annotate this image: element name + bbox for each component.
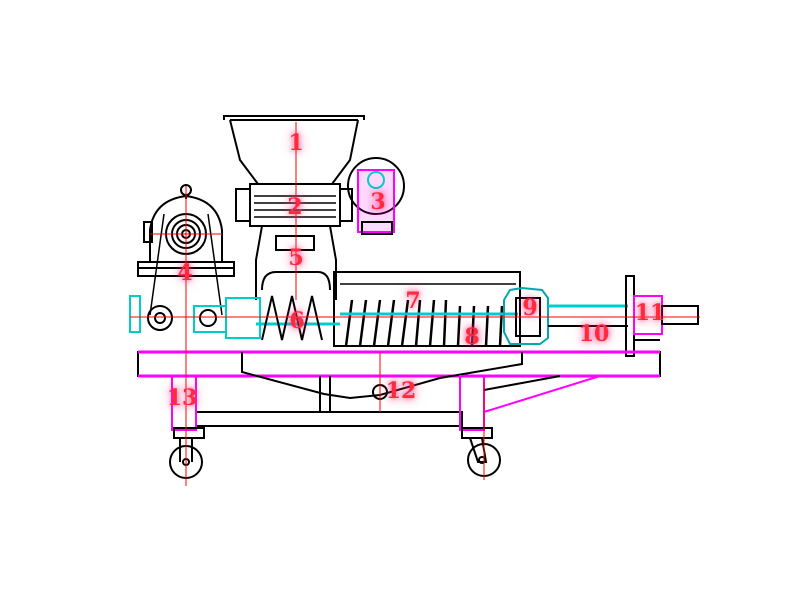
label-12: 12 <box>385 378 417 404</box>
screen-barrel <box>256 271 521 347</box>
label-9: 9 <box>522 295 538 321</box>
center-lines <box>130 122 700 486</box>
label-3: 3 <box>370 189 386 215</box>
feed-chute <box>255 225 337 300</box>
adjusting-shaft <box>548 275 699 357</box>
label-6: 6 <box>289 308 305 334</box>
label-10: 10 <box>578 321 610 347</box>
label-5: 5 <box>288 245 304 271</box>
caster-left <box>169 427 205 479</box>
label-2: 2 <box>287 194 303 220</box>
caster-right <box>461 427 501 477</box>
label-7: 7 <box>405 288 421 314</box>
label-13: 13 <box>166 385 198 411</box>
label-11: 11 <box>634 300 666 326</box>
frame <box>137 350 661 431</box>
crushing-roller-housing <box>235 183 353 227</box>
belt-drive <box>129 295 261 339</box>
label-8: 8 <box>464 324 480 350</box>
label-1: 1 <box>288 130 304 156</box>
label-4: 4 <box>177 260 193 286</box>
gear-motor <box>347 157 405 235</box>
